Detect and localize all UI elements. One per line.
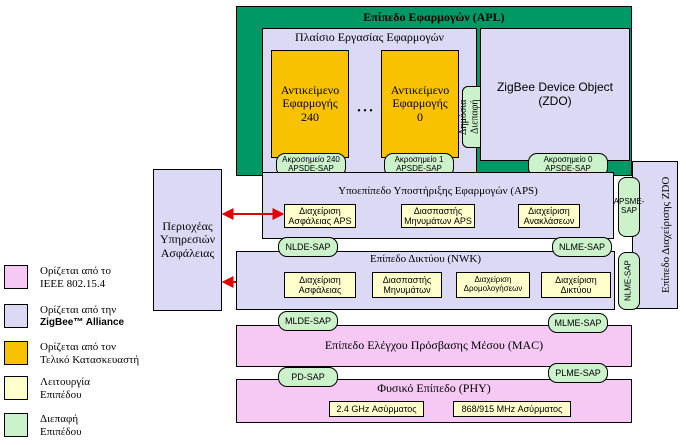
radio-868-915mhz: 868/915 MHz Ασύρματος [453, 401, 571, 417]
legend-swatch-zigbee [4, 304, 28, 328]
nlme-sap-vertical: NLME-SAP [618, 252, 640, 310]
legend-label-interface: Διεπαφή Επιπέδου [40, 413, 82, 438]
app-object-0: Αντικείμενο Εφαρμογής 0 [381, 50, 459, 158]
apl-title: Επίπεδο Εφαρμογών (APL) [363, 10, 505, 25]
nlde-sap: NLDE-SAP [278, 237, 338, 257]
aps-title: Υποεπίπεδο Υποστήριξης Εφαρμογών (APS) [338, 184, 538, 197]
zigbee-device-object: ZigBee Device Object (ZDO) [480, 28, 630, 161]
app-object-240: Αντικείμενο Εφαρμογής 240 [271, 50, 349, 158]
pd-sap: PD-SAP [278, 367, 338, 387]
reflector-management: Διαχείριση Ανακλάσεων [518, 204, 580, 228]
apsme-sap: APSME- SAP [614, 177, 644, 237]
legend-label-zigbee: Ορίζεται από την ZigBee™ Alliance [40, 304, 190, 334]
phy-title: Φυσικό Επίπεδο (PHY) [377, 381, 491, 396]
nwk-message-broker: Διασπαστής Μηνυμάτων [372, 272, 442, 298]
mlde-sap: MLDE-SAP [278, 311, 338, 331]
nlme-sap: NLME-SAP [552, 237, 612, 257]
radio-2-4ghz: 2.4 GHz Ασύρματος [329, 401, 424, 417]
legend-swatch-ieee [4, 265, 28, 289]
legend-label-zigbee-brand: ZigBee™ Alliance [40, 316, 125, 328]
mlme-sap: MLME-SAP [548, 313, 608, 333]
aps-security-management: Διαχείριση Ασφάλειας APS [284, 204, 356, 228]
nwk-title: Επίπεδο Δικτύου (NWK) [370, 252, 481, 265]
security-service-provider: Περιοχέας Υπηρεσιών Ασφάλειας [153, 169, 222, 311]
legend-swatch-manufacturer [4, 341, 28, 365]
legend-label-ieee: Ορίζεται από το IEEE 802.15.4 [40, 265, 111, 290]
legend-swatch-interface [4, 413, 28, 437]
nwk-security-management: Διαχείριση Ασφάλειας [284, 272, 356, 298]
aps-message-broker: Διασπαστής Μηνυμάτων APS [401, 204, 475, 228]
legend-label-function: Λειτουργία Επιπέδου [40, 376, 90, 401]
routing-management: Διαχείριση Δρομολογήσεων [456, 272, 530, 298]
legend-label-zigbee-text: Ορίζεται από την [40, 304, 117, 316]
plme-sap: PLME-SAP [548, 363, 608, 383]
app-framework-title: Πλαίσιο Εργασίας Εφαρμογών [295, 30, 444, 45]
legend-label-manufacturer: Ορίζεται από τον Τελικό Κατασκευαστή [40, 341, 140, 366]
network-management: Διαχείριση Δικτύου [541, 272, 611, 298]
ellipsis: • • • [357, 106, 373, 118]
zdo-management-plane-label: Επίπεδο Διαχείρισης ZDO [659, 176, 672, 294]
legend-swatch-function [4, 376, 28, 400]
